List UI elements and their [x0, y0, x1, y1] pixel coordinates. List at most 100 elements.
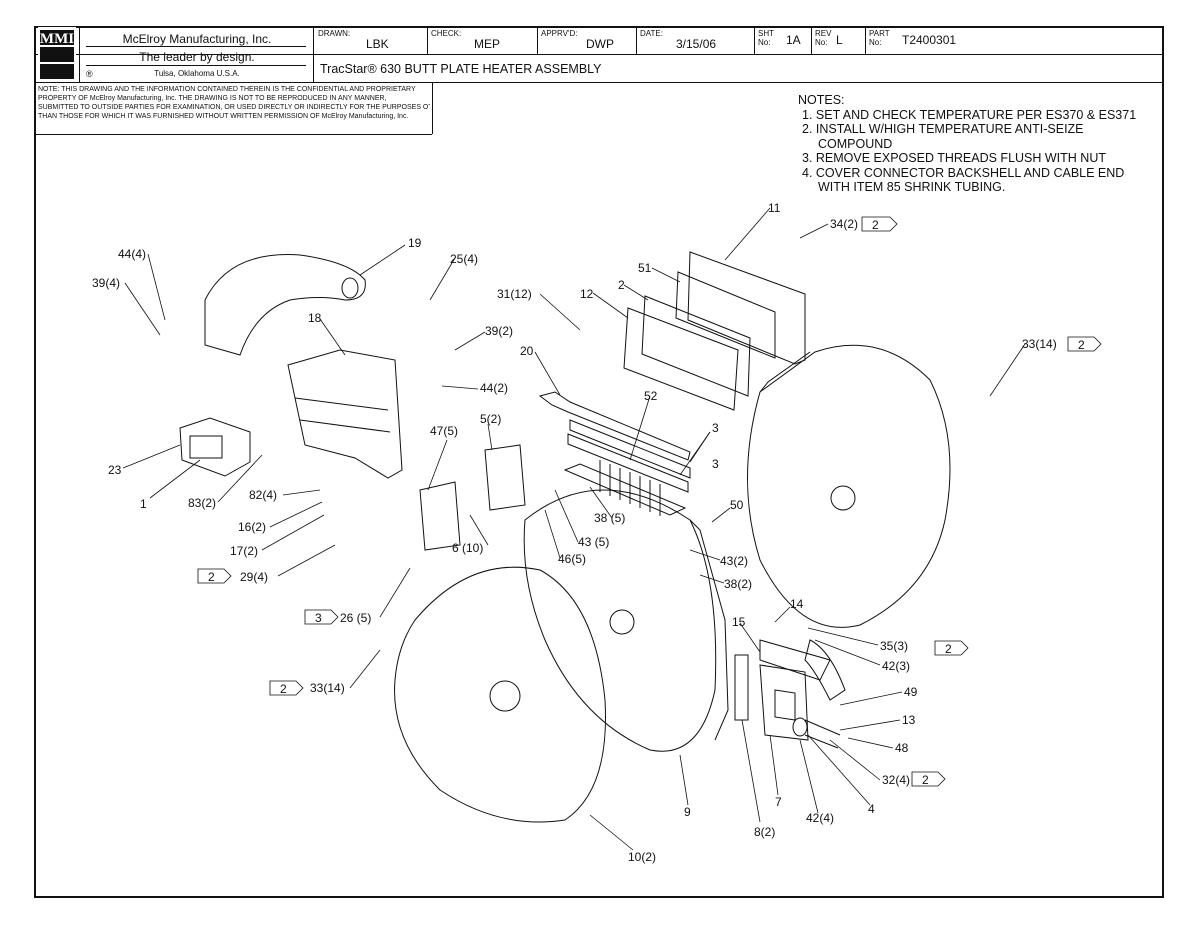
callout-34-2: 34(2) — [830, 217, 858, 231]
terminal-plate-rear — [419, 481, 461, 551]
note-line: 2. INSTALL W/HIGH TEMPERATURE ANTI-SEIZE — [802, 122, 1084, 136]
callout-33-14-right: 33(14) — [1022, 337, 1057, 351]
callout-15: 15 — [732, 615, 746, 629]
confidential-notice: NOTE: THIS DRAWING AND THE INFORMATION C… — [38, 85, 430, 121]
heating-bars — [567, 419, 691, 493]
gasket-2 — [641, 295, 751, 397]
note-flag-label: 2 — [280, 682, 287, 696]
note-line: 3. REMOVE EXPOSED THREADS FLUSH WITH NUT — [802, 151, 1106, 165]
cable-boot-49 — [804, 639, 846, 701]
leader-lines — [122, 207, 1026, 851]
note-flag-label: 2 — [922, 773, 929, 787]
handle-bracket — [204, 254, 366, 356]
note-flags — [197, 216, 1102, 787]
sht-value: 1A — [786, 33, 801, 47]
notice-right-line — [432, 82, 433, 134]
sht-no-label: No: — [758, 38, 771, 47]
callout-2: 2 — [618, 278, 625, 292]
callout-49: 49 — [904, 685, 918, 699]
junction-box — [179, 417, 251, 477]
callout-44-4: 44(4) — [118, 247, 146, 261]
drawn-value: LBK — [366, 37, 389, 51]
svg-text:MMI: MMI — [40, 31, 74, 47]
slogan-underline — [86, 65, 306, 66]
callout-13: 13 — [902, 713, 916, 727]
logo-divider — [79, 26, 80, 82]
center-hub — [609, 609, 635, 635]
callout-31-12: 31(12) — [497, 287, 532, 301]
registered-mark: ® — [86, 69, 93, 79]
callout-8-2: 8(2) — [754, 825, 775, 839]
company-location: Tulsa, Oklahoma U.S.A. — [154, 69, 240, 78]
callout-16-2: 16(2) — [238, 520, 266, 534]
check-divider — [537, 26, 538, 54]
drawing-title: TracStar® 630 BUTT PLATE HEATER ASSEMBLY — [320, 62, 602, 76]
callout-12: 12 — [580, 287, 594, 301]
callout-9: 9 — [684, 805, 691, 819]
note-flag-labels: 2 2 2 3 2 2 2 — [208, 218, 1085, 787]
date-label: DATE: — [640, 29, 663, 38]
callout-51: 51 — [638, 261, 652, 275]
callout-4: 4 — [868, 802, 875, 816]
company-logo: MMI — [38, 27, 76, 81]
callout-11: 11 — [768, 201, 781, 215]
company-slogan: The leader by design. — [139, 50, 255, 64]
note-flag-label: 2 — [872, 218, 879, 232]
rev-value: L — [836, 33, 843, 47]
part-no-label: No: — [869, 38, 882, 47]
company-underline — [86, 46, 306, 47]
callout-19: 19 — [408, 236, 422, 250]
part-number: T2400301 — [902, 33, 957, 47]
callout-42-4: 42(4) — [806, 811, 834, 825]
connector-housing — [759, 664, 809, 741]
callout-14: 14 — [790, 597, 804, 611]
note-flag-label: 2 — [208, 570, 215, 584]
callout-32-4: 32(4) — [882, 773, 910, 787]
callout-46-5: 46(5) — [558, 552, 586, 566]
title-block-row-divider — [34, 54, 1164, 55]
callout-7: 7 — [775, 795, 782, 809]
note-flag — [269, 680, 304, 696]
junction-box-window — [189, 435, 223, 459]
note-flag-label: 3 — [315, 611, 322, 625]
sht-divider — [811, 26, 812, 54]
callout-17-2: 17(2) — [230, 544, 258, 558]
callout-33-14-left: 33(14) — [310, 681, 345, 695]
check-value: MEP — [474, 37, 501, 51]
note-flag — [911, 771, 946, 787]
mounting-plate — [287, 349, 403, 479]
connector-plug-4 — [792, 717, 808, 737]
notice-bottom-line — [34, 134, 432, 135]
top-bracket-20 — [538, 391, 691, 461]
handle-bracket-hole — [341, 277, 359, 299]
note-line: 1. SET AND CHECK TEMPERATURE PER ES370 &… — [802, 107, 1137, 122]
callout-18: 18 — [308, 311, 322, 325]
callout-50: 50 — [730, 498, 744, 512]
note-flag — [861, 216, 898, 232]
callout-48: 48 — [895, 741, 909, 755]
callout-1: 1 — [140, 497, 147, 511]
callout-44-2: 44(2) — [480, 381, 508, 395]
callout-42-3: 42(3) — [882, 659, 910, 673]
callout-39-2: 39(2) — [485, 324, 513, 338]
left-plate-hub — [489, 680, 521, 712]
callout-3-b: 3 — [712, 457, 719, 471]
note-flag — [197, 568, 232, 584]
heater-frame-11 — [687, 251, 806, 365]
callout-29-4: 29(4) — [240, 570, 268, 584]
notice-line: THAN THOSE FOR WHICH IT WAS FURNISHED WI… — [38, 113, 409, 120]
note-flag — [934, 640, 969, 656]
connector-window — [774, 689, 796, 721]
rev-divider — [865, 26, 866, 54]
title-block-bottom-line — [34, 82, 1164, 83]
date-value: 3/15/06 — [676, 37, 717, 51]
company-name: McElroy Manufacturing, Inc. — [122, 32, 272, 46]
company-divider — [313, 26, 314, 82]
callout-52: 52 — [644, 389, 658, 403]
drawn-label: DRAWN: — [318, 29, 351, 38]
drawing-notes: NOTES: 1. SET AND CHECK TEMPERATURE PER … — [798, 93, 1136, 195]
callout-83-2: 83(2) — [188, 496, 216, 510]
note-line: 4. COVER CONNECTOR BACKSHELL AND CABLE E… — [802, 165, 1125, 180]
heater-element-51 — [675, 271, 776, 359]
